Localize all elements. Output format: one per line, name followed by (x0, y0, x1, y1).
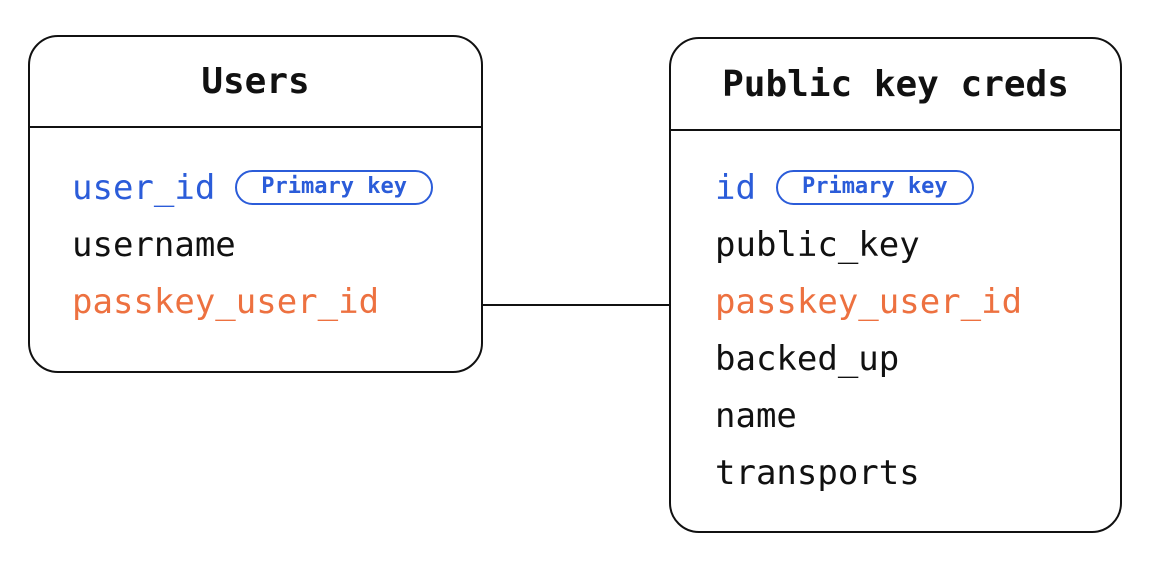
field-row: public_key (715, 216, 1120, 273)
field-row: transports (715, 444, 1120, 501)
table-users-fields: user_id Primary key username passkey_use… (30, 128, 481, 330)
table-public-key-creds-fields: id Primary key public_key passkey_user_i… (671, 131, 1120, 501)
field-name-passkey-user-id: passkey_user_id (72, 281, 380, 322)
primary-key-badge: Primary key (235, 170, 433, 205)
table-users-header: Users (30, 37, 481, 128)
table-public-key-creds-title: Public key creds (722, 63, 1069, 105)
relationship-line (483, 304, 669, 306)
field-name-user-id: user_id (72, 167, 216, 208)
field-row: name (715, 387, 1120, 444)
field-name-public-key: public_key (715, 224, 920, 265)
primary-key-badge: Primary key (775, 170, 974, 205)
field-name-passkey-user-id: passkey_user_id (715, 281, 1023, 322)
table-public-key-creds-header: Public key creds (671, 39, 1120, 131)
field-name-id: id (715, 167, 756, 208)
field-row: passkey_user_id (72, 273, 481, 330)
field-row: user_id Primary key (72, 159, 481, 216)
table-users-title: Users (201, 61, 310, 102)
field-row: id Primary key (715, 159, 1120, 216)
field-name-name: name (715, 395, 797, 436)
field-name-backed-up: backed_up (715, 338, 900, 379)
field-row: passkey_user_id (715, 273, 1120, 330)
field-row: username (72, 216, 481, 273)
field-name-transports: transports (715, 452, 920, 493)
field-row: backed_up (715, 330, 1120, 387)
table-public-key-creds: Public key creds id Primary key public_k… (669, 37, 1122, 533)
field-name-username: username (72, 224, 236, 265)
table-users: Users user_id Primary key username passk… (28, 35, 483, 373)
